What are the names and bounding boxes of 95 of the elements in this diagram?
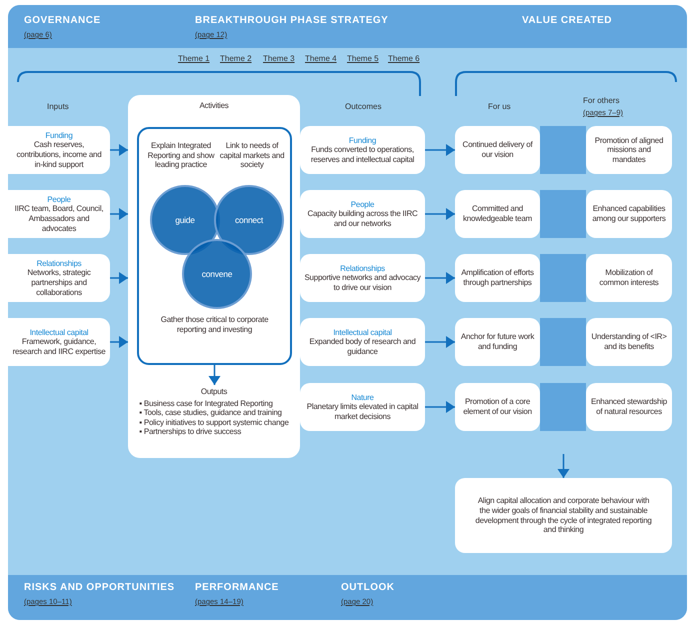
arrow	[110, 336, 128, 348]
theme-link: Theme 1	[178, 54, 210, 63]
card-text: Enhanced capabilities among our supporters	[591, 204, 667, 224]
outcome-card	[300, 318, 425, 366]
card-text: Expanded body of research and guidance	[308, 337, 417, 356]
card-heading: People	[350, 200, 374, 210]
circle-label: connect	[234, 214, 264, 226]
connector-band	[540, 383, 586, 431]
panel-heading: Outputs	[200, 387, 228, 397]
section-heading: RISKS AND OPPORTUNITIES	[24, 582, 175, 593]
bullet-item: ▪ Tools, case studies, guidance and training	[139, 408, 283, 418]
activities-card	[128, 95, 300, 458]
arrow	[425, 272, 455, 284]
activity-text: Explain Integrated Reporting and show leading practice	[146, 141, 216, 170]
activity-text: Gather those critical to corporate reporting and investing	[160, 315, 270, 334]
card-text: Supportive networks and advocacy to drive our vision	[304, 273, 421, 292]
card-text: Funds converted to operations, reserves and intellectual capital	[310, 145, 416, 164]
card-text: IIRC team, Board, Council, Ambassadors and advocates	[14, 204, 104, 234]
card-text: Capacity building across the IIRC and our networks	[306, 209, 419, 228]
arrow	[425, 336, 455, 348]
connector-band	[540, 126, 586, 174]
card-text: Amplification of efforts through partnerships	[460, 268, 535, 288]
arrow	[425, 144, 455, 156]
section-heading: OUTLOOK	[341, 582, 394, 593]
section-heading: PERFORMANCE	[195, 582, 279, 593]
card-text: Promotion of a core element of our vision	[462, 397, 533, 417]
theme-link: Theme 3	[263, 54, 295, 63]
card-heading: Relationships	[36, 258, 82, 268]
card-text: Planetary limits elevated in capital market decisions	[306, 402, 420, 422]
card-text: Networks, strategic partnerships and collaborations	[26, 268, 92, 298]
connector-band	[540, 190, 586, 238]
card-heading: Relationships	[340, 264, 385, 274]
column-heading: Outcomes	[345, 102, 382, 111]
value-card	[455, 126, 540, 174]
panel-heading: Activities	[199, 101, 229, 111]
column-heading: For us	[488, 102, 511, 111]
outcome-card	[300, 383, 425, 431]
arrow	[110, 208, 128, 220]
input-card	[8, 254, 110, 302]
card-text: Framework, guidance, research and IIRC expertise	[12, 337, 106, 356]
activity-text: Link to needs of capital markets and society	[218, 141, 286, 170]
input-card	[8, 190, 110, 238]
card-text: Continued delivery of our vision	[462, 140, 534, 160]
activities-frame	[137, 127, 292, 365]
card-text: Align capital allocation and corporate behaviour with the wider goals of financial stability and sustainable development through the cycle of integrated reporting and thinking	[474, 496, 653, 535]
arrow	[425, 401, 455, 413]
card-text: Promotion of aligned missions and mandates	[594, 136, 664, 164]
arrow	[208, 365, 220, 385]
card-heading: Intellectual capital	[333, 328, 392, 338]
section-heading: GOVERNANCE	[24, 15, 101, 26]
bullet-item: ▪ Business case for Integrated Reporting	[139, 398, 274, 408]
arrow	[425, 208, 455, 220]
value-card	[586, 126, 672, 174]
bullet-item: ▪ Policy initiatives to support systemic change	[139, 418, 289, 428]
column-heading: For others	[583, 96, 620, 105]
arrow	[558, 454, 570, 478]
value-card	[455, 254, 540, 302]
value-card	[586, 254, 672, 302]
goal-card	[455, 478, 672, 553]
value-card	[455, 318, 540, 366]
theme-link: Theme 4	[305, 54, 337, 63]
theme-link: Theme 2	[220, 54, 252, 63]
section-heading: VALUE CREATED	[522, 15, 612, 26]
connector-band	[540, 318, 586, 366]
value-card	[455, 383, 540, 431]
card-text: Committed and knowledgeable team	[462, 204, 533, 224]
card-text: Anchor for future work and funding	[460, 332, 536, 352]
circle-label: guide	[175, 214, 195, 226]
connector-band	[540, 254, 586, 302]
theme-link: Theme 6	[388, 54, 420, 63]
section-heading: BREAKTHROUGH PHASE STRATEGY	[195, 15, 388, 26]
value-card	[586, 383, 672, 431]
card-text: Cash reserves, contributions, income and in-kind support	[16, 140, 102, 170]
card-heading: People	[47, 194, 71, 204]
value-card	[455, 190, 540, 238]
card-text: Understanding of <IR> and its benefits	[590, 332, 668, 352]
value-card	[586, 318, 672, 366]
card-text: Enhanced stewardship of natural resources	[590, 397, 668, 417]
arrow	[110, 144, 128, 156]
outcome-card	[300, 254, 425, 302]
card-heading: Funding	[348, 136, 376, 146]
input-card	[8, 126, 110, 174]
bullet-item: ▪ Partnerships to drive success	[139, 427, 242, 437]
card-text: Mobilization of common interests	[598, 268, 660, 288]
card-heading: Nature	[351, 392, 374, 402]
arrow	[110, 272, 128, 284]
input-card	[8, 318, 110, 366]
value-card	[586, 190, 672, 238]
outcome-card	[300, 190, 425, 238]
card-heading: Intellectual capital	[30, 328, 88, 338]
column-heading: Inputs	[47, 102, 69, 111]
circle-label: convene	[202, 268, 232, 280]
theme-link: Theme 5	[347, 54, 379, 63]
outcome-card	[300, 126, 425, 174]
card-heading: Funding	[45, 130, 73, 140]
